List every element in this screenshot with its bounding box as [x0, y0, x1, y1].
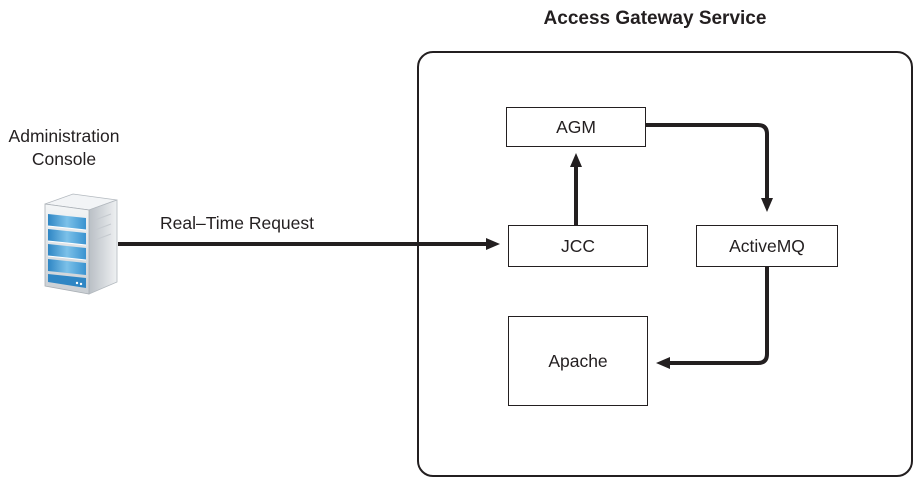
jcc-box: JCC — [508, 225, 648, 267]
jcc-label: JCC — [560, 235, 596, 256]
agm-to-activemq-line — [646, 123, 769, 198]
apache-box: Apache — [508, 316, 648, 406]
real-time-request-label: Real–Time Request — [160, 213, 315, 233]
activemq-to-apache-arrowhead — [656, 357, 670, 369]
agm-box: AGM — [506, 107, 646, 147]
console-label-line-1: Administration — [8, 126, 120, 146]
real-time-request-arrowhead — [486, 238, 500, 250]
activemq-label: ActiveMQ — [729, 235, 805, 256]
server-drive-bays — [47, 214, 87, 275]
console-label-line-2: Console — [31, 149, 97, 169]
administration-console-label: Administration Console — [0, 125, 128, 171]
activemq-box: ActiveMQ — [696, 225, 838, 267]
service-title: Access Gateway Service — [543, 8, 767, 29]
apache-label: Apache — [548, 350, 608, 371]
jcc-to-agm-arrowhead — [570, 153, 582, 167]
agm-label: AGM — [556, 116, 596, 137]
server-icon — [44, 193, 118, 295]
agm-to-activemq-arrowhead — [761, 198, 773, 212]
activemq-to-apache-line — [670, 267, 769, 365]
